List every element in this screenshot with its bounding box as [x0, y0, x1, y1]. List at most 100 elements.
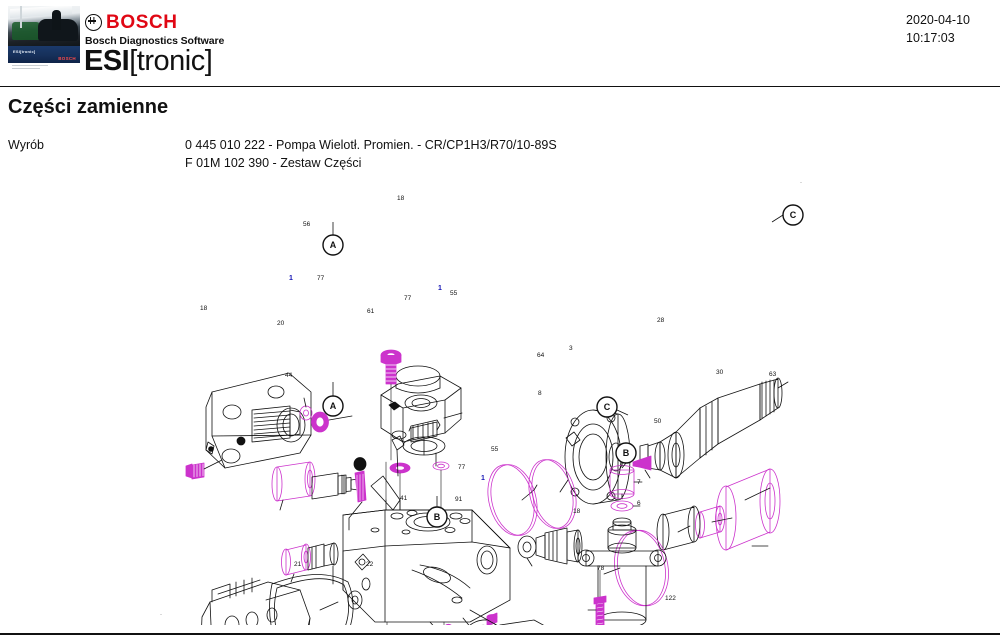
- thumbnail-footer: [8, 63, 80, 72]
- part-8-ring: [517, 535, 537, 559]
- part-50-oring: [614, 529, 669, 607]
- part-number-77: 77: [458, 464, 466, 471]
- part-18-bolt-top: [380, 349, 402, 385]
- part-pump-head-casting: [201, 577, 311, 625]
- part-number-30: 30: [716, 369, 724, 376]
- svg-text:A: A: [330, 401, 337, 411]
- part-left-flange-body: [205, 372, 312, 469]
- stray-mark: ·: [800, 180, 802, 186]
- esitronic-product-thumbnail: ESI[tronic] BOSCH: [8, 4, 80, 72]
- part-number-3: 3: [569, 345, 573, 352]
- app-header: ESI[tronic] BOSCH BOSCH Bosch Diagnostic…: [0, 0, 1000, 86]
- part-63-large-ring: [715, 468, 781, 551]
- part-56-seal: [299, 405, 313, 421]
- part-number-61: 61: [367, 308, 375, 315]
- footer-divider: [0, 633, 1000, 635]
- part-3-oring: [528, 459, 577, 529]
- part-number-41: 41: [400, 495, 408, 502]
- part-number-78: 78: [597, 565, 605, 572]
- callout-A-lower: A: [322, 395, 344, 417]
- svg-text:A: A: [330, 240, 337, 250]
- bosch-armature-icon: [85, 14, 102, 31]
- software-subtitle: Bosch Diagnostics Software: [85, 35, 225, 47]
- part-number-18: 18: [200, 305, 208, 312]
- thumbnail-banner-brand: BOSCH: [58, 56, 76, 61]
- part-1-washer-bottom: [463, 619, 497, 625]
- part-number-labels: 56 77 1 18 20 61 18 77 1 55 44 21 22 41 91 77 55 1 18 64 3 8 2…: [200, 195, 777, 602]
- product-designation: 0 445 010 222 - Pompa Wielotł. Promien. …: [185, 138, 557, 152]
- part-number-55: 55: [450, 290, 458, 297]
- part-number-1: 1: [438, 285, 442, 292]
- part-77-oring-center: [389, 462, 411, 474]
- part-number-21: 21: [294, 561, 302, 568]
- parts-kit-designation: F 01M 102 390 - Zestaw Części: [185, 156, 362, 170]
- part-20-sleeve: [271, 461, 316, 502]
- thumbnail-text-line: [12, 68, 40, 69]
- part-number-77: 77: [317, 275, 325, 282]
- part-number-18: 18: [573, 508, 581, 515]
- part-number-22: 22: [366, 561, 374, 568]
- part-number-1: 1: [289, 275, 293, 282]
- part-1-washer-center: [402, 436, 446, 456]
- product-label: Wyrób: [8, 138, 45, 152]
- thumbnail-text-line: [12, 65, 48, 66]
- part-number-20: 20: [277, 320, 285, 327]
- part-number-56: 56: [303, 221, 311, 228]
- part-head-connector: [408, 419, 441, 443]
- part-number-77: 77: [404, 295, 412, 302]
- part-number-55: 55: [491, 446, 499, 453]
- part-number-6: 6: [637, 500, 641, 507]
- part-number-7: 7: [637, 479, 641, 486]
- callout-group: A A B B C: [322, 204, 804, 528]
- date-text: 2020-04-10: [906, 13, 970, 27]
- part-black-sleeve: [656, 505, 701, 551]
- part-threaded-spindle: [251, 405, 301, 443]
- callout-C-upper: C: [782, 204, 804, 226]
- exploded-parts-diagram: A A B B C: [0, 170, 1000, 625]
- timestamp: 2020-04-10 10:17:03: [906, 11, 970, 47]
- part-a2-gasket: [269, 574, 354, 625]
- svg-text:C: C: [604, 402, 611, 412]
- bosch-wordmark: BOSCH: [106, 12, 178, 33]
- part-number-44: 44: [285, 372, 293, 379]
- callout-B-right: B: [615, 442, 637, 464]
- esitronic-wordmark-bold: ESI: [84, 45, 130, 77]
- part-number-28: 28: [657, 317, 665, 324]
- part-number-63: 63: [769, 371, 777, 378]
- svg-text:B: B: [434, 512, 441, 522]
- svg-text:B: B: [623, 448, 630, 458]
- pole-shape: [20, 6, 22, 28]
- stray-mark: ·: [160, 612, 162, 618]
- part-55-ring-bottom: [486, 612, 498, 625]
- part-77-oring-left: [311, 411, 329, 433]
- part-44-valve: [307, 542, 339, 571]
- esitronic-wordmark: ESI[tronic]: [84, 45, 213, 77]
- part-44-sleeve: [281, 543, 311, 576]
- technician-figure: [52, 10, 61, 30]
- header-divider: [0, 86, 1000, 87]
- thumbnail-banner-title: ESI[tronic]: [13, 49, 36, 54]
- workshop-photo: [8, 6, 80, 46]
- esitronic-wordmark-light: [tronic]: [129, 45, 213, 77]
- part-number-18: 18: [397, 195, 405, 202]
- part-number-1: 1: [481, 475, 485, 482]
- callout-C-lower: C: [596, 396, 618, 418]
- part-drive-shaft: [639, 377, 783, 479]
- part-77-oring-bottom: [443, 623, 457, 625]
- page-title: Części zamienne: [8, 96, 169, 118]
- part-main-pump-housing: [342, 499, 511, 623]
- part-1-washer-left: [276, 407, 306, 443]
- part-28-plug: [632, 455, 652, 471]
- svg-text:C: C: [790, 210, 797, 220]
- part-18-bolt-left: [185, 462, 205, 480]
- time-text: 10:17:03: [906, 31, 955, 45]
- part-number-64: 64: [537, 352, 545, 359]
- part-55-ring-center: [432, 461, 450, 471]
- part-61-pin: [353, 457, 367, 503]
- part-number-91: 91: [455, 496, 463, 503]
- part-number-122: 122: [665, 595, 676, 602]
- part-lower-pump-body: [499, 619, 545, 625]
- callout-A-upper: A: [322, 234, 344, 256]
- part-number-8: 8: [538, 390, 542, 397]
